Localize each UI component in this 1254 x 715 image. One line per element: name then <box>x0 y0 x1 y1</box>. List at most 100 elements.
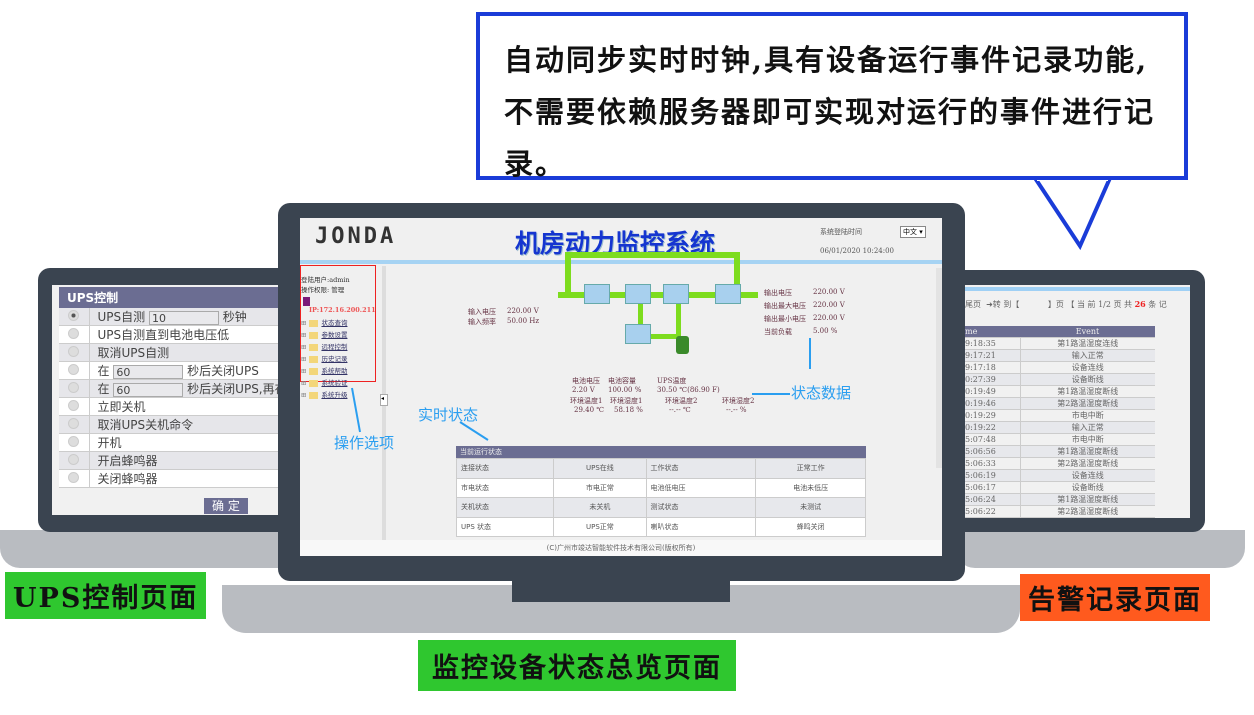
col-time: me <box>965 326 1020 338</box>
battery-icon <box>676 336 689 354</box>
nav-panel: 登陆用户:admin 操作权限: 管理 IP:172.16.200.211 ⊞状… <box>300 265 376 399</box>
env-value: 29.40 ℃ <box>574 406 605 414</box>
event-time: 5:07:48 <box>965 433 1020 446</box>
ups-option-row[interactable]: 在 60 秒后关闭UPS,再在 <box>59 379 280 398</box>
event-time: 0:19:49 <box>965 385 1020 398</box>
nav-item[interactable]: ⊞系统帮助 <box>301 367 348 375</box>
annotation-arrows <box>351 387 790 441</box>
status-label: 电池低电压 <box>645 477 757 498</box>
radio-button[interactable] <box>68 471 80 483</box>
event-text: 市电中断 <box>1019 409 1155 422</box>
status-row: 市电状态市电正常电池低电压电池未低压 <box>455 477 866 498</box>
env-value: 58.18 % <box>614 406 643 414</box>
input-label: 输入频率 <box>468 318 496 326</box>
status-label: 关机状态 <box>455 497 555 518</box>
radio-button[interactable] <box>68 399 80 411</box>
collapse-nav-button[interactable]: ◂ <box>380 394 388 406</box>
status-value: UPS正常 <box>553 516 647 537</box>
ups-option-row[interactable]: 取消UPS关机命令 <box>59 415 280 434</box>
ups-option-row[interactable]: 在 60 秒后关闭UPS <box>59 361 280 380</box>
status-label: 喇叭状态 <box>645 516 757 537</box>
seconds-input[interactable]: 60 <box>113 364 184 379</box>
nav-item[interactable]: ⊞状态查询 <box>301 319 348 327</box>
nav-item[interactable]: ⊞远程控制 <box>301 343 348 351</box>
ups-option-row[interactable]: 关闭蜂鸣器 <box>59 469 280 488</box>
nav-item-label: 参数设置 <box>321 331 348 339</box>
env-value: --.-- ℃ <box>669 406 691 414</box>
ups-option-row[interactable]: 开启蜂鸣器 <box>59 451 280 470</box>
radio-button[interactable] <box>68 327 80 339</box>
callout-bubble: 自动同步实时时钟,具有设备运行事件记录功能,不需要依赖服务器即可实现对运行的事件… <box>476 12 1188 181</box>
nav-item-label: 系统帮助 <box>321 367 348 375</box>
radio-button[interactable] <box>68 453 80 465</box>
radio-button[interactable] <box>68 381 80 393</box>
footer-copyright: (C)广州市竣达智能软件技术有限公司(版权所有) <box>300 540 942 556</box>
confirm-button[interactable]: 确 定 <box>204 498 248 514</box>
radio-button[interactable] <box>68 417 80 429</box>
battery-label: 电池容量 <box>608 377 636 385</box>
event-text: 第1路温湿度断线 <box>1019 445 1155 458</box>
battery-value: 100.00 % <box>608 386 642 394</box>
scrollbar[interactable] <box>936 268 942 468</box>
output-value: 5.00 % <box>813 327 838 335</box>
ups-option-row[interactable]: UPS自测直到电池电压低 <box>59 325 280 344</box>
status-label: 市电状态 <box>455 477 555 498</box>
page-status: 【 当 前 1/2 页 共 <box>1066 300 1133 309</box>
ups-option-row[interactable]: UPS自测 10 秒钟 <box>59 308 280 326</box>
left-laptop-base <box>0 530 300 568</box>
inverter-icon <box>625 284 651 304</box>
env-label: 环境温度1 <box>570 397 603 405</box>
seconds-input[interactable]: 10 <box>148 310 219 325</box>
nav-item-label: 系统升级 <box>321 391 348 399</box>
option-label: 开启蜂鸣器 <box>97 454 158 468</box>
input-label: 输入电压 <box>468 308 496 316</box>
ups-option-row[interactable]: 立即关机 <box>59 397 280 416</box>
nav-item[interactable]: ⊞系统升级 <box>301 391 348 399</box>
seconds-input[interactable]: 60 <box>113 382 184 397</box>
event-time: 9:17:18 <box>965 361 1020 374</box>
status-label: 测试状态 <box>645 497 757 518</box>
radio-button[interactable] <box>68 345 80 357</box>
folder-icon <box>309 343 319 351</box>
overview-screen: JONDA 机房动力监控系统 系统登陆时间 06/01/2020 10:24:0… <box>300 218 942 556</box>
page-status-suffix: 条 记 <box>1148 300 1167 309</box>
option-label: 取消UPS自测 <box>97 346 170 360</box>
input-value: 220.00 V <box>507 307 539 315</box>
option-suffix: 秒钟 <box>222 310 247 324</box>
option-suffix: 秒后关闭UPS <box>187 364 259 378</box>
language-value: 中文 <box>903 228 917 236</box>
event-text: 设备断线 <box>1019 481 1155 494</box>
page-label: 】页 <box>1047 300 1064 309</box>
radio-button[interactable] <box>68 363 80 375</box>
nav-item[interactable]: ⊞系统验证 <box>301 379 348 387</box>
radio-button[interactable] <box>68 435 80 447</box>
ups-option-row[interactable]: 开机 <box>59 433 280 452</box>
event-text: 第2路温湿度断线 <box>1019 457 1155 470</box>
event-text: 输入正常 <box>1019 421 1155 434</box>
nav-item-label: 状态查询 <box>321 319 348 327</box>
device-ip[interactable]: IP:172.16.200.211 <box>309 306 376 314</box>
last-page-link[interactable]: 尾页 <box>965 300 981 309</box>
folder-icon <box>309 391 319 399</box>
event-time: 5:06:22 <box>965 505 1020 518</box>
status-table-title: 当前运行状态 <box>456 446 866 458</box>
output-label: 输出最小电压 <box>764 315 806 323</box>
event-text: 输入正常 <box>1019 349 1155 362</box>
radio-button[interactable] <box>68 309 80 321</box>
language-select[interactable]: 中文 ▾ <box>900 226 926 238</box>
status-value: 蜂鸣关闭 <box>755 516 866 537</box>
nav-item[interactable]: ⊞历史记录 <box>301 355 348 363</box>
folder-icon <box>309 367 319 375</box>
status-value: UPS在线 <box>553 458 647 479</box>
nav-item[interactable]: ⊞参数设置 <box>301 331 348 339</box>
ups-option-row[interactable]: 取消UPS自测 <box>59 343 280 362</box>
